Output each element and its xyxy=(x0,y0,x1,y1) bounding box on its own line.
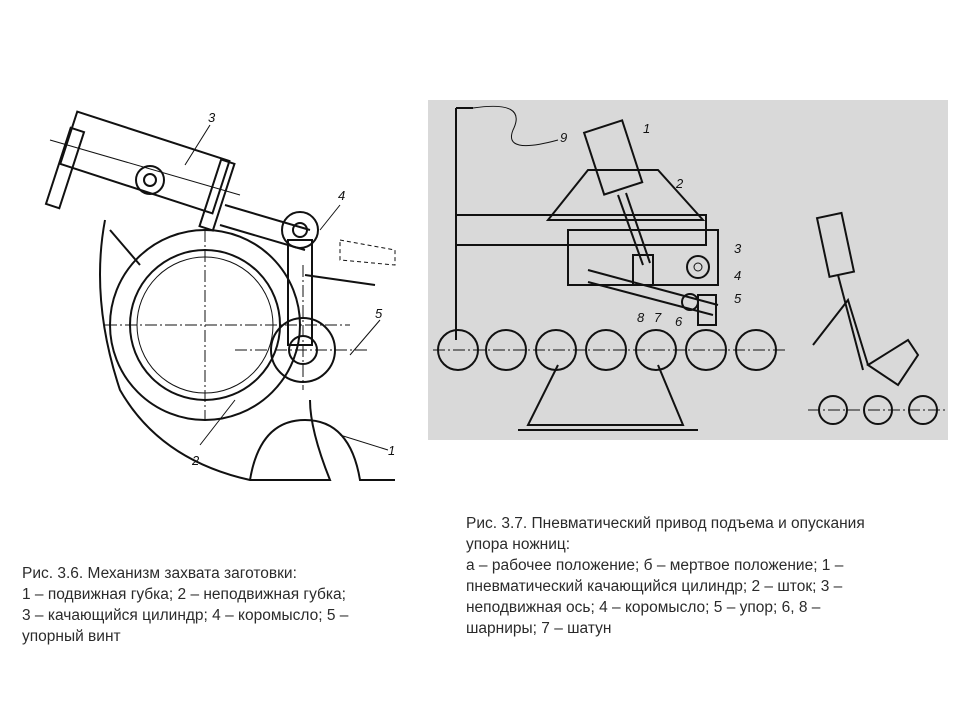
fig37-label-2: 2 xyxy=(675,176,684,191)
caption-36-line: 1 – подвижная губка; 2 – неподвижная губ… xyxy=(22,586,346,603)
dead-position-sketch xyxy=(808,211,948,425)
fig36-label-3: 3 xyxy=(208,110,216,125)
caption-37-title-cont: упора ножниц: xyxy=(466,536,571,553)
caption-37-line: а – рабочее положение; б – мертвое полож… xyxy=(466,557,844,574)
cylinder-assembly xyxy=(44,110,311,251)
fig36-label-1: 1 xyxy=(388,443,395,458)
fig37-label-9: 9 xyxy=(560,130,567,145)
pneumatic-cylinder xyxy=(582,119,654,286)
roller-table xyxy=(433,329,788,431)
rocker-and-stop xyxy=(587,255,719,326)
caption-37-line: шарниры; 7 – шатун xyxy=(466,620,612,637)
figure-3-6-drawing: 3 4 5 2 1 xyxy=(44,110,396,481)
rocker-arm xyxy=(270,211,396,383)
caption-37-title: Рис. 3.7. Пневматический привод подъема … xyxy=(466,515,865,532)
figure-3-7-caption: Рис. 3.7. Пневматический привод подъема … xyxy=(466,513,936,639)
caption-37-line: неподвижная ось; 4 – коромысло; 5 – упор… xyxy=(466,599,821,616)
caption-36-line: упорный винт xyxy=(22,628,121,645)
fig37-label-7: 7 xyxy=(654,310,662,325)
fig36-label-4: 4 xyxy=(338,188,345,203)
frame-structure xyxy=(455,105,719,340)
caption-37-line: пневматический качающийся цилиндр; 2 – ш… xyxy=(466,578,843,595)
leader-lines xyxy=(184,124,389,451)
caption-36-line: Рис. 3.6. Механизм захвата заготовки: xyxy=(22,565,297,582)
fig37-label-8: 8 xyxy=(637,310,645,325)
center-lines xyxy=(105,230,370,420)
fig36-label-5: 5 xyxy=(375,306,383,321)
figure-3-6-caption: Рис. 3.6. Механизм захвата заготовки: 1 … xyxy=(22,563,417,647)
caption-36-line: 3 – качающийся цилиндр; 4 – коромысло; 5… xyxy=(22,607,349,624)
fig37-label-5: 5 xyxy=(734,291,742,306)
figure-3-7-drawing: 9 1 2 3 4 5 8 7 6 xyxy=(428,100,948,440)
fig37-label-3: 3 xyxy=(734,241,742,256)
fig37-label-1: 1 xyxy=(643,121,650,136)
fig37-label-6: 6 xyxy=(675,314,683,329)
fig37-label-4: 4 xyxy=(734,268,741,283)
fig36-label-2: 2 xyxy=(191,453,200,468)
